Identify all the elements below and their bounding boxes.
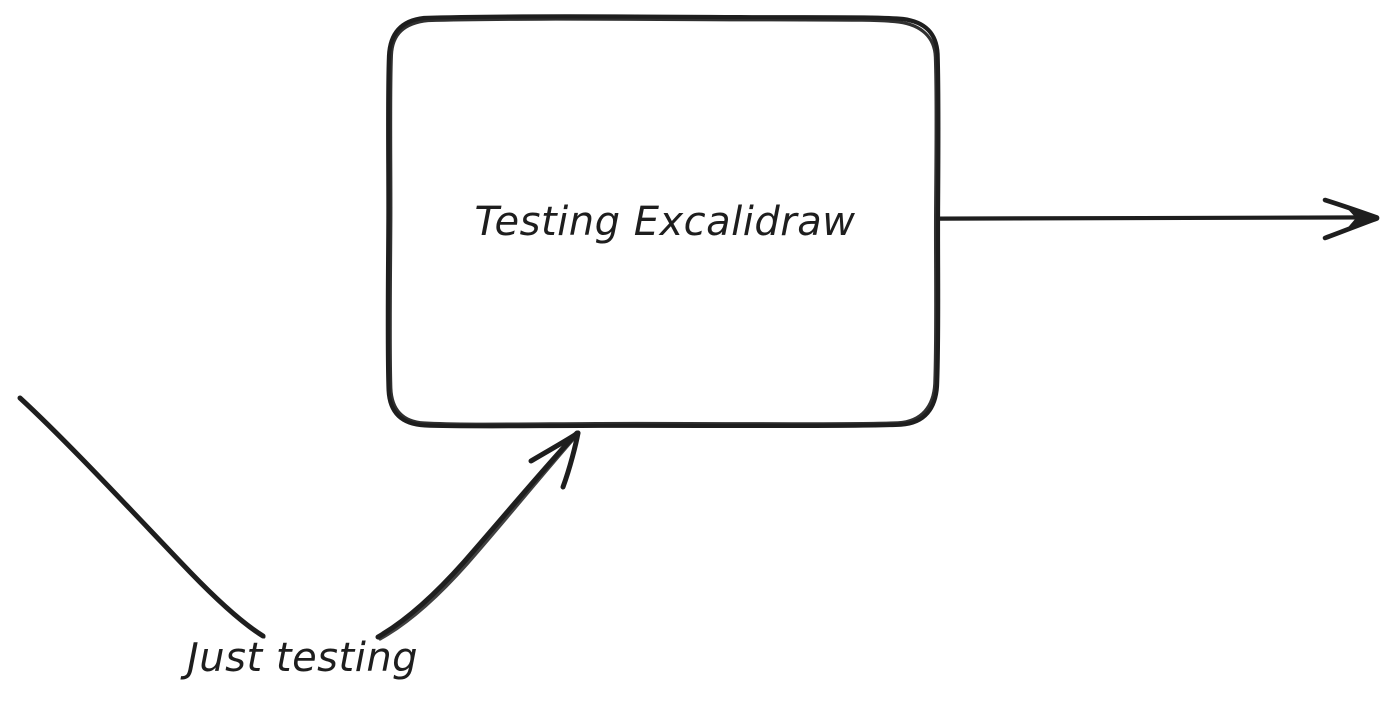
- right-arrow-head-fill: [1344, 205, 1378, 232]
- caption-label: Just testing: [180, 635, 418, 681]
- diagonal-arrow-shaft-pass-2: [378, 432, 580, 641]
- right-arrow[interactable]: [937, 197, 1380, 241]
- diagonal-arrow-head-left-barb: [528, 430, 581, 464]
- curve-line-pass-2: [20, 398, 266, 639]
- diagonal-arrow-to-rectangle[interactable]: [375, 430, 581, 641]
- diagonal-arrow-head-down-barb: [560, 430, 581, 490]
- descending-curve-line[interactable]: [17, 395, 266, 639]
- rounded-rectangle-shape[interactable]: [385, 14, 941, 429]
- rectangle-outline-pass-2: [388, 17, 938, 426]
- right-arrow-shaft: [937, 215, 1379, 221]
- diagonal-arrow-shaft-pass-1: [375, 430, 580, 640]
- rectangle-outline-pass-1: [385, 14, 941, 429]
- rectangle-label: Testing Excalidraw: [475, 199, 856, 245]
